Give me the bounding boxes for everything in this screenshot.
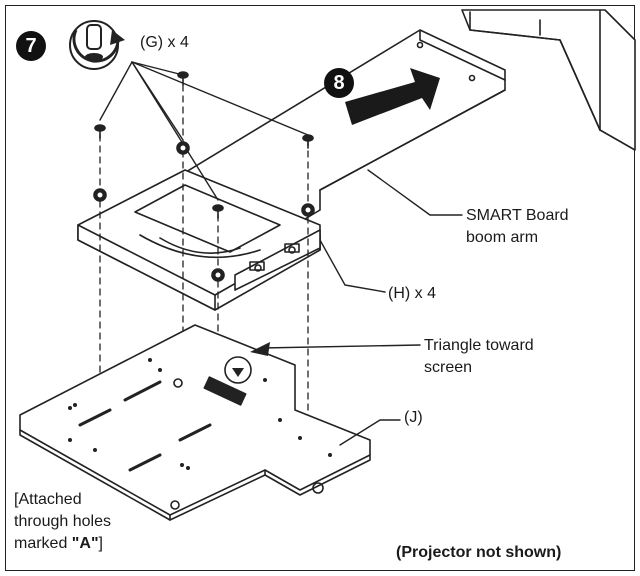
- adapter-plate-j: [19, 324, 371, 521]
- g-callout-lines: [99, 61, 309, 201]
- h-count-label: (H) x 4: [388, 285, 436, 302]
- triangle-label-line2: screen: [424, 359, 473, 376]
- attached-note-line3: marked "A"]: [14, 534, 103, 554]
- step-7-badge: 7: [16, 31, 46, 61]
- arrow-right-icon: [345, 68, 440, 125]
- screws-g: [94, 71, 314, 219]
- projector-not-shown-note: (Projector not shown): [396, 544, 562, 561]
- leader-lines: [261, 169, 463, 446]
- j-label: (J): [404, 409, 423, 426]
- leader-arrowhead: [250, 342, 270, 356]
- attached-note-line1: [Attached: [14, 491, 82, 508]
- boom-arm-label-line2: boom arm: [466, 229, 539, 246]
- step-8-badge: 8: [324, 68, 354, 98]
- attached-note-prefix: marked: [14, 535, 72, 552]
- g-count-label: (G) x 4: [140, 34, 189, 51]
- attached-note-line2: through holes: [14, 513, 111, 530]
- attached-note-mark: "A": [71, 535, 99, 552]
- boom-arm-end: [461, 9, 636, 151]
- mounting-cradle: [77, 169, 321, 311]
- boom-arm-label-line1: SMART Board: [466, 207, 569, 224]
- clockwise-screwdriver-icon: [69, 20, 125, 70]
- attached-note-suffix: ]: [98, 535, 103, 552]
- triangle-label-line1: Triangle toward: [424, 337, 534, 354]
